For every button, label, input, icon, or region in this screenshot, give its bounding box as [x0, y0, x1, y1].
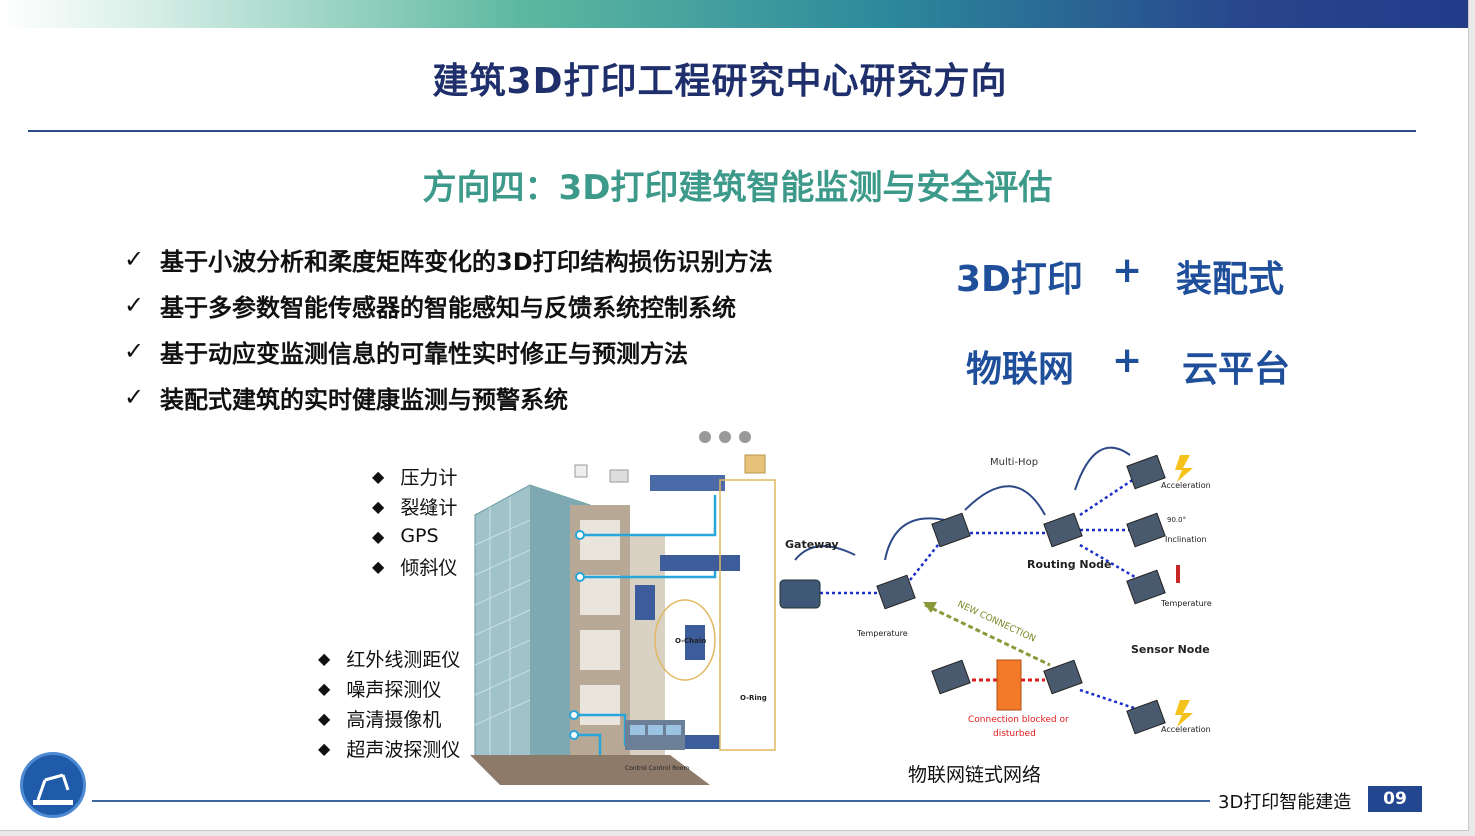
new-connection-label: NEW CONNECTION [956, 600, 1037, 645]
multi-hop-label: Multi-Hop [990, 457, 1038, 468]
sensor-item: ◆超声波探测仪 [318, 738, 461, 761]
bullet-item: ✓ 装配式建筑的实时健康监测与预警系统 [124, 374, 773, 420]
sensor-item: ◆裂缝计 [372, 496, 458, 519]
diamond-icon: ◆ [318, 678, 331, 698]
building-monitoring-illustration: O-Chain O-Ring Control Control Room [470, 431, 776, 785]
page-number: 09 [1368, 786, 1422, 812]
sensor-node-label: Sensor Node [1131, 643, 1210, 656]
oring-label: O-Ring [740, 694, 767, 702]
logo [20, 752, 86, 818]
slide-subtitle: 方向四：3D打印建筑智能监测与安全评估 [422, 168, 1053, 208]
sensor-item: ◆倾斜仪 [372, 556, 458, 579]
angle-label: 90.0° [1167, 516, 1186, 524]
diamond-icon: ◆ [318, 708, 331, 728]
iot-network-diagram: Gateway Multi-Hop Routing Node Sensor No… [779, 446, 1212, 739]
diamond-icon: ◆ [372, 496, 385, 516]
formula-left-2: 物联网 [966, 349, 1075, 390]
acceleration-label: Acceleration [1161, 481, 1211, 490]
routing-node-label: Routing Node [1027, 558, 1112, 571]
diamond-icon: ◆ [372, 556, 385, 576]
diamond-icon: ◆ [372, 526, 385, 546]
temperature-label: Temperature [856, 629, 908, 638]
formula-op-1: + [1112, 250, 1143, 291]
sensor-item: ◆红外线测距仪 [318, 648, 461, 671]
sensor-item: ◆高清摄像机 [318, 708, 442, 731]
formula-op-2: + [1112, 340, 1143, 381]
bullet-text: 装配式建筑的实时健康监测与预警系统 [160, 385, 568, 414]
diamond-icon: ◆ [318, 648, 331, 668]
bullet-text: 基于动应变监测信息的可靠性实时修正与预测方法 [160, 339, 688, 368]
network-caption: 物联网链式网络 [908, 764, 1042, 786]
temperature-label-2: Temperature [1160, 599, 1212, 608]
disturbed-label: disturbed [993, 729, 1036, 739]
check-icon: ✓ [124, 337, 145, 365]
formula-right-2: 云平台 [1182, 349, 1291, 390]
sensor-list-top: ◆压力计 ◆裂缝计 ◆GPS ◆倾斜仪 [372, 461, 457, 581]
bullet-item: ✓ 基于多参数智能传感器的智能感知与反馈系统控制系统 [124, 282, 773, 328]
robot-arm-icon [33, 773, 73, 805]
sensor-item: ◆GPS [372, 525, 439, 547]
check-icon: ✓ [124, 245, 145, 273]
formula-right-1: 装配式 [1176, 259, 1285, 300]
control-room-label: Control Control Room [625, 765, 689, 772]
check-icon: ✓ [124, 291, 145, 319]
sensor-list-bottom: ◆红外线测距仪 ◆噪声探测仪 ◆高清摄像机 ◆超声波探测仪 [318, 643, 460, 763]
top-gradient-bar [0, 0, 1468, 28]
gateway-label: Gateway [785, 538, 839, 551]
bullet-item: ✓ 基于小波分析和柔度矩阵变化的3D打印结构损伤识别方法 [124, 236, 773, 282]
bullet-list: ✓ 基于小波分析和柔度矩阵变化的3D打印结构损伤识别方法 ✓ 基于多参数智能传感器的… [124, 236, 773, 420]
footer-line [92, 800, 1210, 802]
sensor-item: ◆压力计 [372, 466, 458, 489]
bullet-text: 基于小波分析和柔度矩阵变化的3D打印结构损伤识别方法 [160, 247, 773, 276]
diamond-icon: ◆ [372, 466, 385, 486]
slide-title: 建筑3D打印工程研究中心研究方向 [432, 61, 1008, 102]
diamond-icon: ◆ [318, 738, 331, 758]
bullet-text: 基于多参数智能传感器的智能感知与反馈系统控制系统 [160, 293, 736, 322]
bullet-item: ✓ 基于动应变监测信息的可靠性实时修正与预测方法 [124, 328, 773, 374]
ochain-label: O-Chain [675, 637, 706, 645]
title-divider [28, 130, 1416, 132]
acceleration-label-2: Acceleration [1161, 725, 1211, 734]
check-icon: ✓ [124, 383, 145, 411]
inclination-label: Inclination [1165, 535, 1207, 544]
sensor-item: ◆噪声探测仪 [318, 678, 442, 701]
footer-text: 3D打印智能建造 [1218, 792, 1352, 813]
formula-left-1: 3D打印 [956, 259, 1083, 300]
blocked-label: Connection blocked or [968, 715, 1069, 725]
